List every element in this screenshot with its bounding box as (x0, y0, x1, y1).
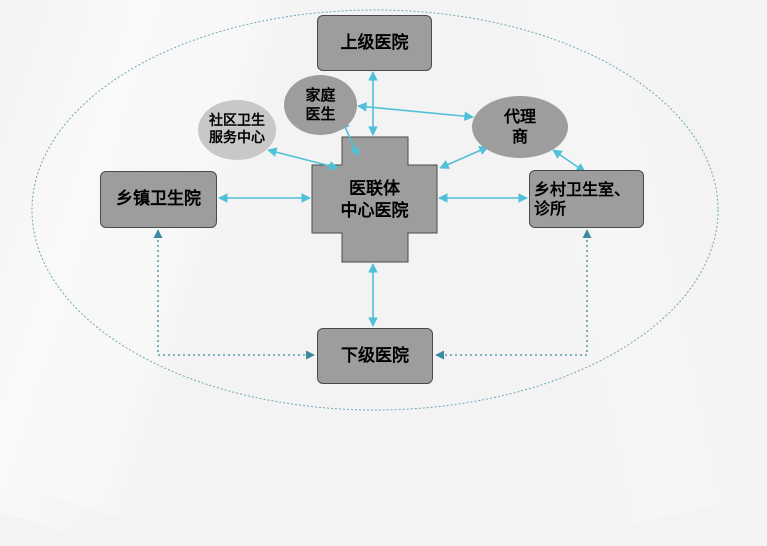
village-clinic-label-line1: 乡村卫生室、 (534, 179, 631, 199)
arrow-community-center (267, 147, 339, 171)
connections-layer (31, 9, 719, 411)
network-boundary (31, 9, 719, 411)
agent-label-line2: 商 (511, 127, 528, 146)
family-doctor-label-line1: 家庭 (305, 86, 336, 105)
upper-hospital-node: 上级医院 (317, 15, 432, 71)
family-doctor-label-line2: 医生 (305, 105, 336, 123)
community-center-label-line2: 服务中心 (209, 130, 265, 146)
community-center-label-line1: 社区卫生 (209, 112, 265, 129)
central-hospital-label-line2: 中心医院 (340, 201, 409, 222)
lower-hospital-node: 下级医院 (317, 328, 433, 384)
village-clinic-node: 乡村卫生室、 诊所 (529, 170, 644, 228)
arrow-agent-center (439, 146, 489, 169)
community-center-node: 社区卫生 服务中心 (198, 100, 276, 160)
family-doctor-node: 家庭 医生 (284, 75, 357, 135)
arrow-agent-village (552, 149, 586, 173)
village-clinic-label-line2: 诊所 (534, 199, 567, 218)
lower-hospital-label: 下级医院 (341, 345, 409, 366)
central-hospital-label: 医联体 中心医院 (312, 178, 437, 222)
township-hospital-label: 乡镇卫生院 (116, 189, 201, 210)
arrow-family-agent (357, 102, 474, 121)
agent-node: 代理 商 (472, 96, 568, 158)
agent-label-line1: 代理 (503, 107, 536, 126)
dashed-township-lower (153, 229, 315, 360)
central-hospital-label-line1: 医联体 (349, 179, 400, 199)
dashed-village-lower (435, 229, 592, 360)
upper-hospital-label: 上级医院 (340, 32, 409, 53)
township-hospital-node: 乡镇卫生院 (100, 171, 217, 228)
